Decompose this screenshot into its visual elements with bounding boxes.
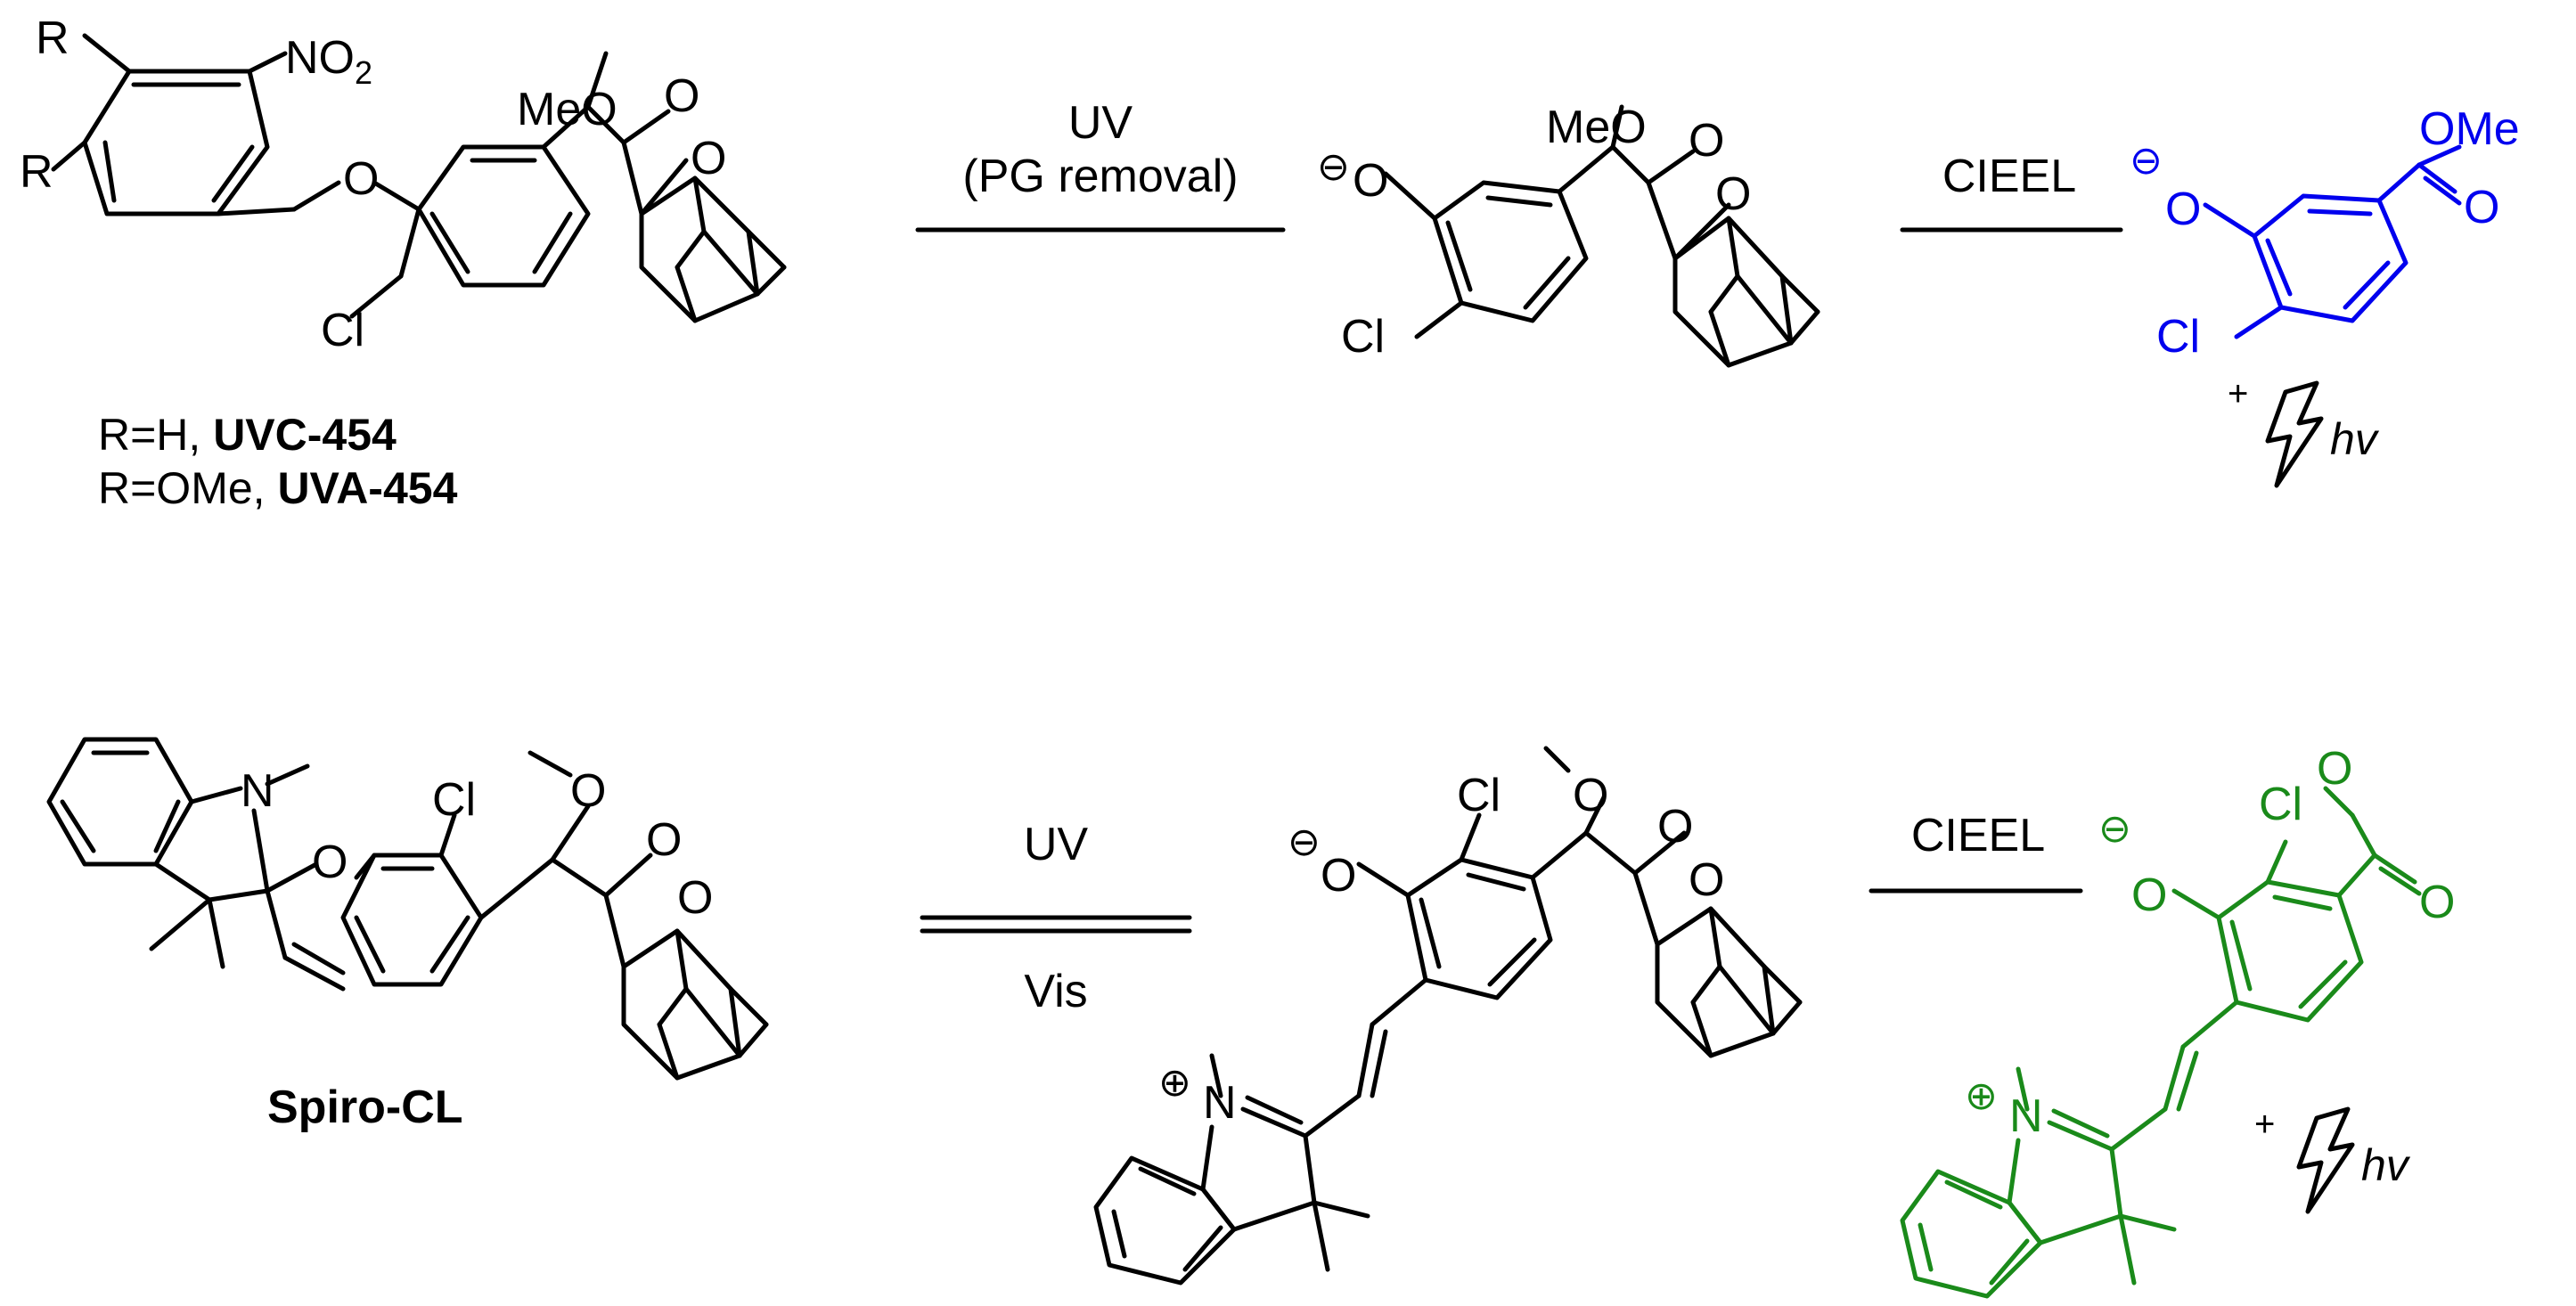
blue-chlorine-label: Cl bbox=[2156, 311, 2200, 363]
methoxy-label: MeO bbox=[517, 84, 617, 135]
uvc-uva-454-structure bbox=[51, 33, 787, 323]
mc-nitrogen-label: N bbox=[1203, 1077, 1237, 1129]
blue-emitter-structure bbox=[2203, 144, 2462, 339]
green-plus-sign: + bbox=[2254, 1105, 2275, 1144]
mc-dioxetane-oxygen-1: O bbox=[1657, 801, 1693, 853]
blue-ome-label: OMe bbox=[2419, 103, 2520, 155]
green-emitter-structure bbox=[1900, 786, 2422, 1299]
spiro-cl-structure bbox=[46, 737, 769, 1081]
caption-uva: R=OMe, UVA-454 bbox=[98, 463, 458, 513]
blue-hv-label: hv bbox=[2330, 414, 2380, 464]
blue-minus-charge: ⊖ bbox=[2130, 139, 2163, 183]
int-dioxetane-oxygen-2: O bbox=[1715, 168, 1751, 220]
green-oxygen-label: O bbox=[2131, 869, 2167, 921]
spiro-cl-name: Spiro-CL bbox=[267, 1082, 463, 1133]
arrow2-label: CIEEL bbox=[1942, 151, 2076, 202]
blue-oxygen-label: O bbox=[2165, 184, 2201, 235]
int-chlorine-label: Cl bbox=[1341, 311, 1385, 363]
mc-oxygen-label: O bbox=[1321, 850, 1356, 902]
spiro-indoline-benzene bbox=[46, 737, 194, 867]
mc-methoxy-oxygen: O bbox=[1573, 770, 1608, 821]
green-indolium-benzene bbox=[1900, 1169, 2043, 1299]
mc-plus-charge: ⊕ bbox=[1158, 1061, 1191, 1105]
int-oxygen-label: O bbox=[1353, 155, 1388, 207]
mc-minus-charge: ⊖ bbox=[1288, 820, 1321, 864]
green-chlorine-label: Cl bbox=[2259, 779, 2302, 830]
spiro-chlorine-label: Cl bbox=[432, 774, 476, 826]
chlorine-label: Cl bbox=[321, 305, 364, 356]
dioxetane-oxygen-2: O bbox=[691, 133, 726, 184]
green-carbonyl-oxygen: O bbox=[2419, 877, 2455, 928]
arrow1-top-label: UV bbox=[1068, 97, 1133, 149]
mc-dioxetane-oxygen-2: O bbox=[1689, 854, 1724, 906]
green-nitrogen-label: N bbox=[2009, 1090, 2043, 1142]
int-minus-charge: ⊖ bbox=[1317, 145, 1350, 189]
equilibrium-vis-label: Vis bbox=[1024, 966, 1087, 1017]
spiro-methoxy-oxygen: O bbox=[570, 765, 606, 817]
green-plus-charge: ⊕ bbox=[1965, 1074, 1998, 1118]
lightning-bolt-green-icon bbox=[2296, 1106, 2355, 1214]
ether-oxygen-label: O bbox=[343, 153, 379, 205]
arrow-bottom-label: CIEEL bbox=[1911, 810, 2045, 861]
merocyanine-dioxetane-structure bbox=[1093, 746, 1803, 1286]
mc-chlorine-label: Cl bbox=[1457, 770, 1501, 821]
int-methoxy-label: MeO bbox=[1546, 102, 1647, 153]
spiro-dioxetane-oxygen-1: O bbox=[646, 814, 682, 866]
spiro-oxygen-label: O bbox=[312, 837, 348, 888]
chlorophenyl-ring bbox=[416, 144, 591, 288]
r-label-top: R bbox=[36, 12, 70, 64]
spiro-chromene-benzene bbox=[340, 853, 484, 987]
merocyanine-indolium-benzene bbox=[1093, 1155, 1237, 1286]
dioxetane-oxygen-1: O bbox=[664, 70, 699, 122]
green-hv-label: hv bbox=[2361, 1140, 2411, 1190]
green-minus-charge: ⊖ bbox=[2098, 807, 2131, 851]
arrow1-bottom-label: (PG removal) bbox=[962, 151, 1238, 202]
spiro-dioxetane-oxygen-2: O bbox=[677, 872, 713, 924]
green-methoxy-oxygen: O bbox=[2317, 743, 2352, 795]
blue-carbonyl-oxygen: O bbox=[2464, 182, 2499, 233]
r-label-bottom: R bbox=[20, 146, 53, 198]
nitro-label: NO2 bbox=[285, 32, 372, 91]
blue-plus-sign: + bbox=[2228, 374, 2248, 413]
lightning-bolt-blue-icon bbox=[2265, 380, 2324, 488]
int-dioxetane-oxygen-1: O bbox=[1689, 115, 1724, 167]
spiro-nitrogen-label: N bbox=[241, 765, 274, 817]
caption-uvc: R=H, UVC-454 bbox=[98, 410, 397, 460]
phenolate-dioxetane-structure bbox=[1383, 104, 1820, 368]
equilibrium-uv-label: UV bbox=[1024, 819, 1089, 870]
